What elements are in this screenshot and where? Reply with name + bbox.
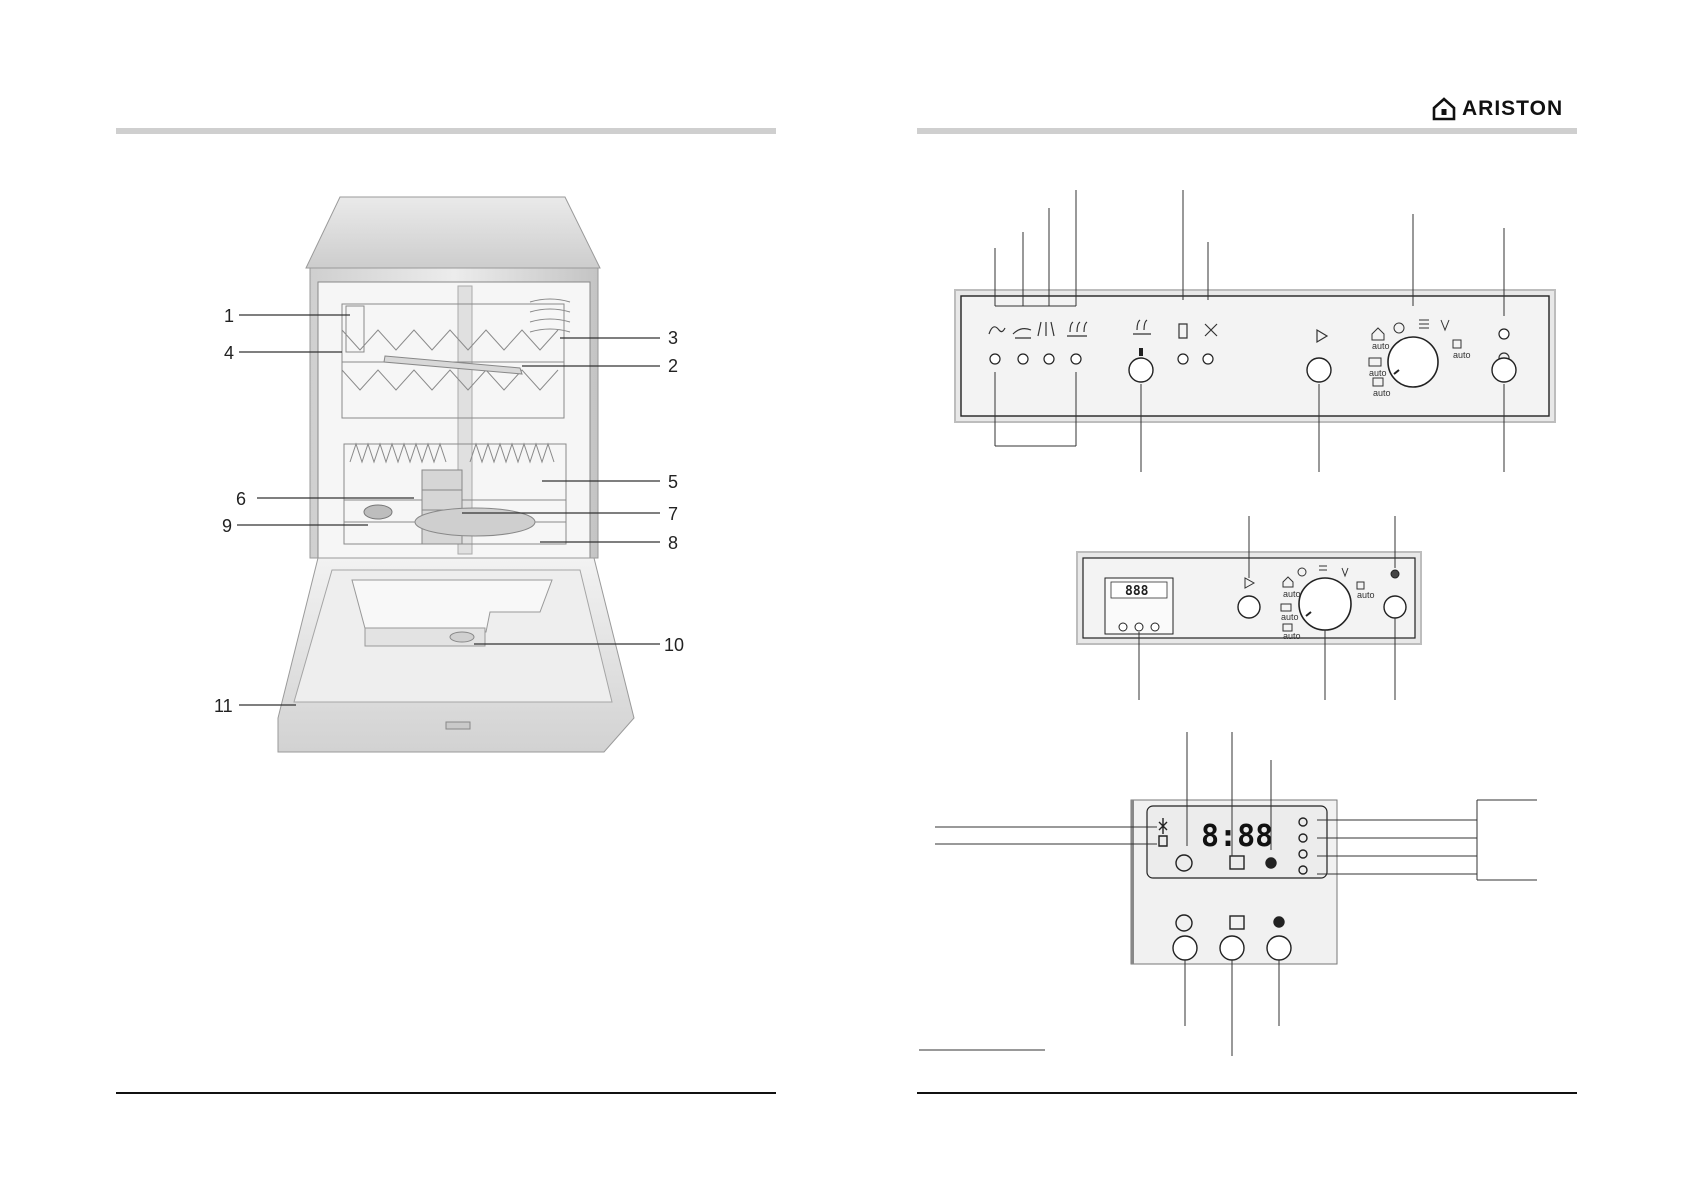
auto-label-b3: auto [1283, 631, 1301, 641]
dry-icon [1067, 321, 1088, 337]
salt-warning-icon [1158, 818, 1168, 834]
salt-icon [1178, 323, 1188, 339]
brand-logo: ARISTON [1432, 95, 1563, 123]
extra-dry-button[interactable] [1266, 935, 1292, 961]
callout-10: 10 [664, 635, 684, 655]
callout-11: 11 [214, 696, 233, 716]
rinse-aid-dispenser [449, 631, 475, 643]
start-icon [1316, 328, 1329, 344]
half-load-icon [1229, 915, 1245, 930]
lcd-digits: 8:88 [1201, 819, 1273, 854]
delicate-icon [1012, 328, 1032, 339]
left-page: 1 4 3 2 5 6 7 9 8 10 11 [116, 128, 776, 1094]
start-icon-b [1244, 577, 1256, 589]
header-rule [917, 128, 1577, 134]
half-load-icon [988, 326, 1006, 335]
delay-timer-icon [1175, 854, 1193, 872]
callout-8: 8 [668, 533, 678, 553]
half-load-display-icon [1229, 855, 1245, 870]
half-load-button[interactable] [1219, 935, 1245, 961]
worktop [305, 196, 601, 269]
callout-6: 6 [236, 489, 246, 509]
programme-knob-b[interactable] [1298, 577, 1352, 631]
programme-icons [1368, 319, 1462, 387]
auto-label-b2: auto [1281, 612, 1299, 622]
on-off-button-b[interactable] [1383, 595, 1407, 619]
dishwasher-illustration: 1 4 3 2 5 6 7 9 8 10 11 [214, 196, 684, 753]
callout-4: 4 [224, 343, 234, 363]
callout-5: 5 [668, 472, 678, 492]
on-off-button[interactable] [1491, 357, 1517, 383]
rinse-icon [1037, 321, 1055, 337]
programme-knob[interactable] [1387, 336, 1439, 388]
power-led-b [1390, 569, 1400, 579]
upper-spray-arm [383, 355, 523, 375]
callout-1: 1 [224, 306, 234, 326]
delay-button[interactable] [1172, 935, 1198, 961]
delay-icon [1175, 914, 1193, 932]
callout-3: 3 [668, 328, 678, 348]
control-panel-a: auto auto auto auto [954, 190, 1556, 472]
callout-7: 7 [668, 504, 678, 524]
heat-icon [1133, 319, 1151, 335]
programme-icons-b [1280, 565, 1365, 632]
auto-label-1: auto [1372, 341, 1390, 351]
option-leds [989, 328, 1510, 365]
footer-rule [917, 1092, 1577, 1094]
auto-label-b4: auto [1357, 590, 1375, 600]
footer-rule [116, 1092, 776, 1094]
lower-spray-arm [414, 507, 536, 537]
callout-9: 9 [222, 516, 232, 536]
display-detail: 8:88 [919, 732, 1537, 1056]
callout-2: 2 [668, 356, 678, 376]
control-panels-diagram: auto auto auto auto [919, 190, 1556, 1056]
extra-dry-icon [1273, 916, 1285, 928]
auto-label-3: auto [1373, 388, 1391, 398]
door-handle [445, 721, 471, 730]
auto-label-2: auto [1369, 368, 1387, 378]
heat-button[interactable] [1128, 357, 1154, 383]
control-panel-b: 888 auto auto auto auto [1076, 516, 1422, 700]
rinse-aid-icon [1204, 323, 1218, 337]
right-page: ARISTON [841, 0, 1682, 1190]
brand-name: ARISTON [1462, 97, 1564, 120]
header-rule [116, 128, 776, 134]
auto-label-b1: auto [1283, 589, 1301, 599]
start-button-b[interactable] [1237, 595, 1261, 619]
rinse-aid-warning-icon [1158, 835, 1168, 847]
filter [363, 504, 393, 520]
auto-label-4: auto [1453, 350, 1471, 360]
house-logo-icon [1432, 97, 1456, 121]
start-reset-button[interactable] [1306, 357, 1332, 383]
mini-display-digits: 888 [1125, 584, 1149, 599]
extra-dry-display-icon [1265, 857, 1277, 869]
